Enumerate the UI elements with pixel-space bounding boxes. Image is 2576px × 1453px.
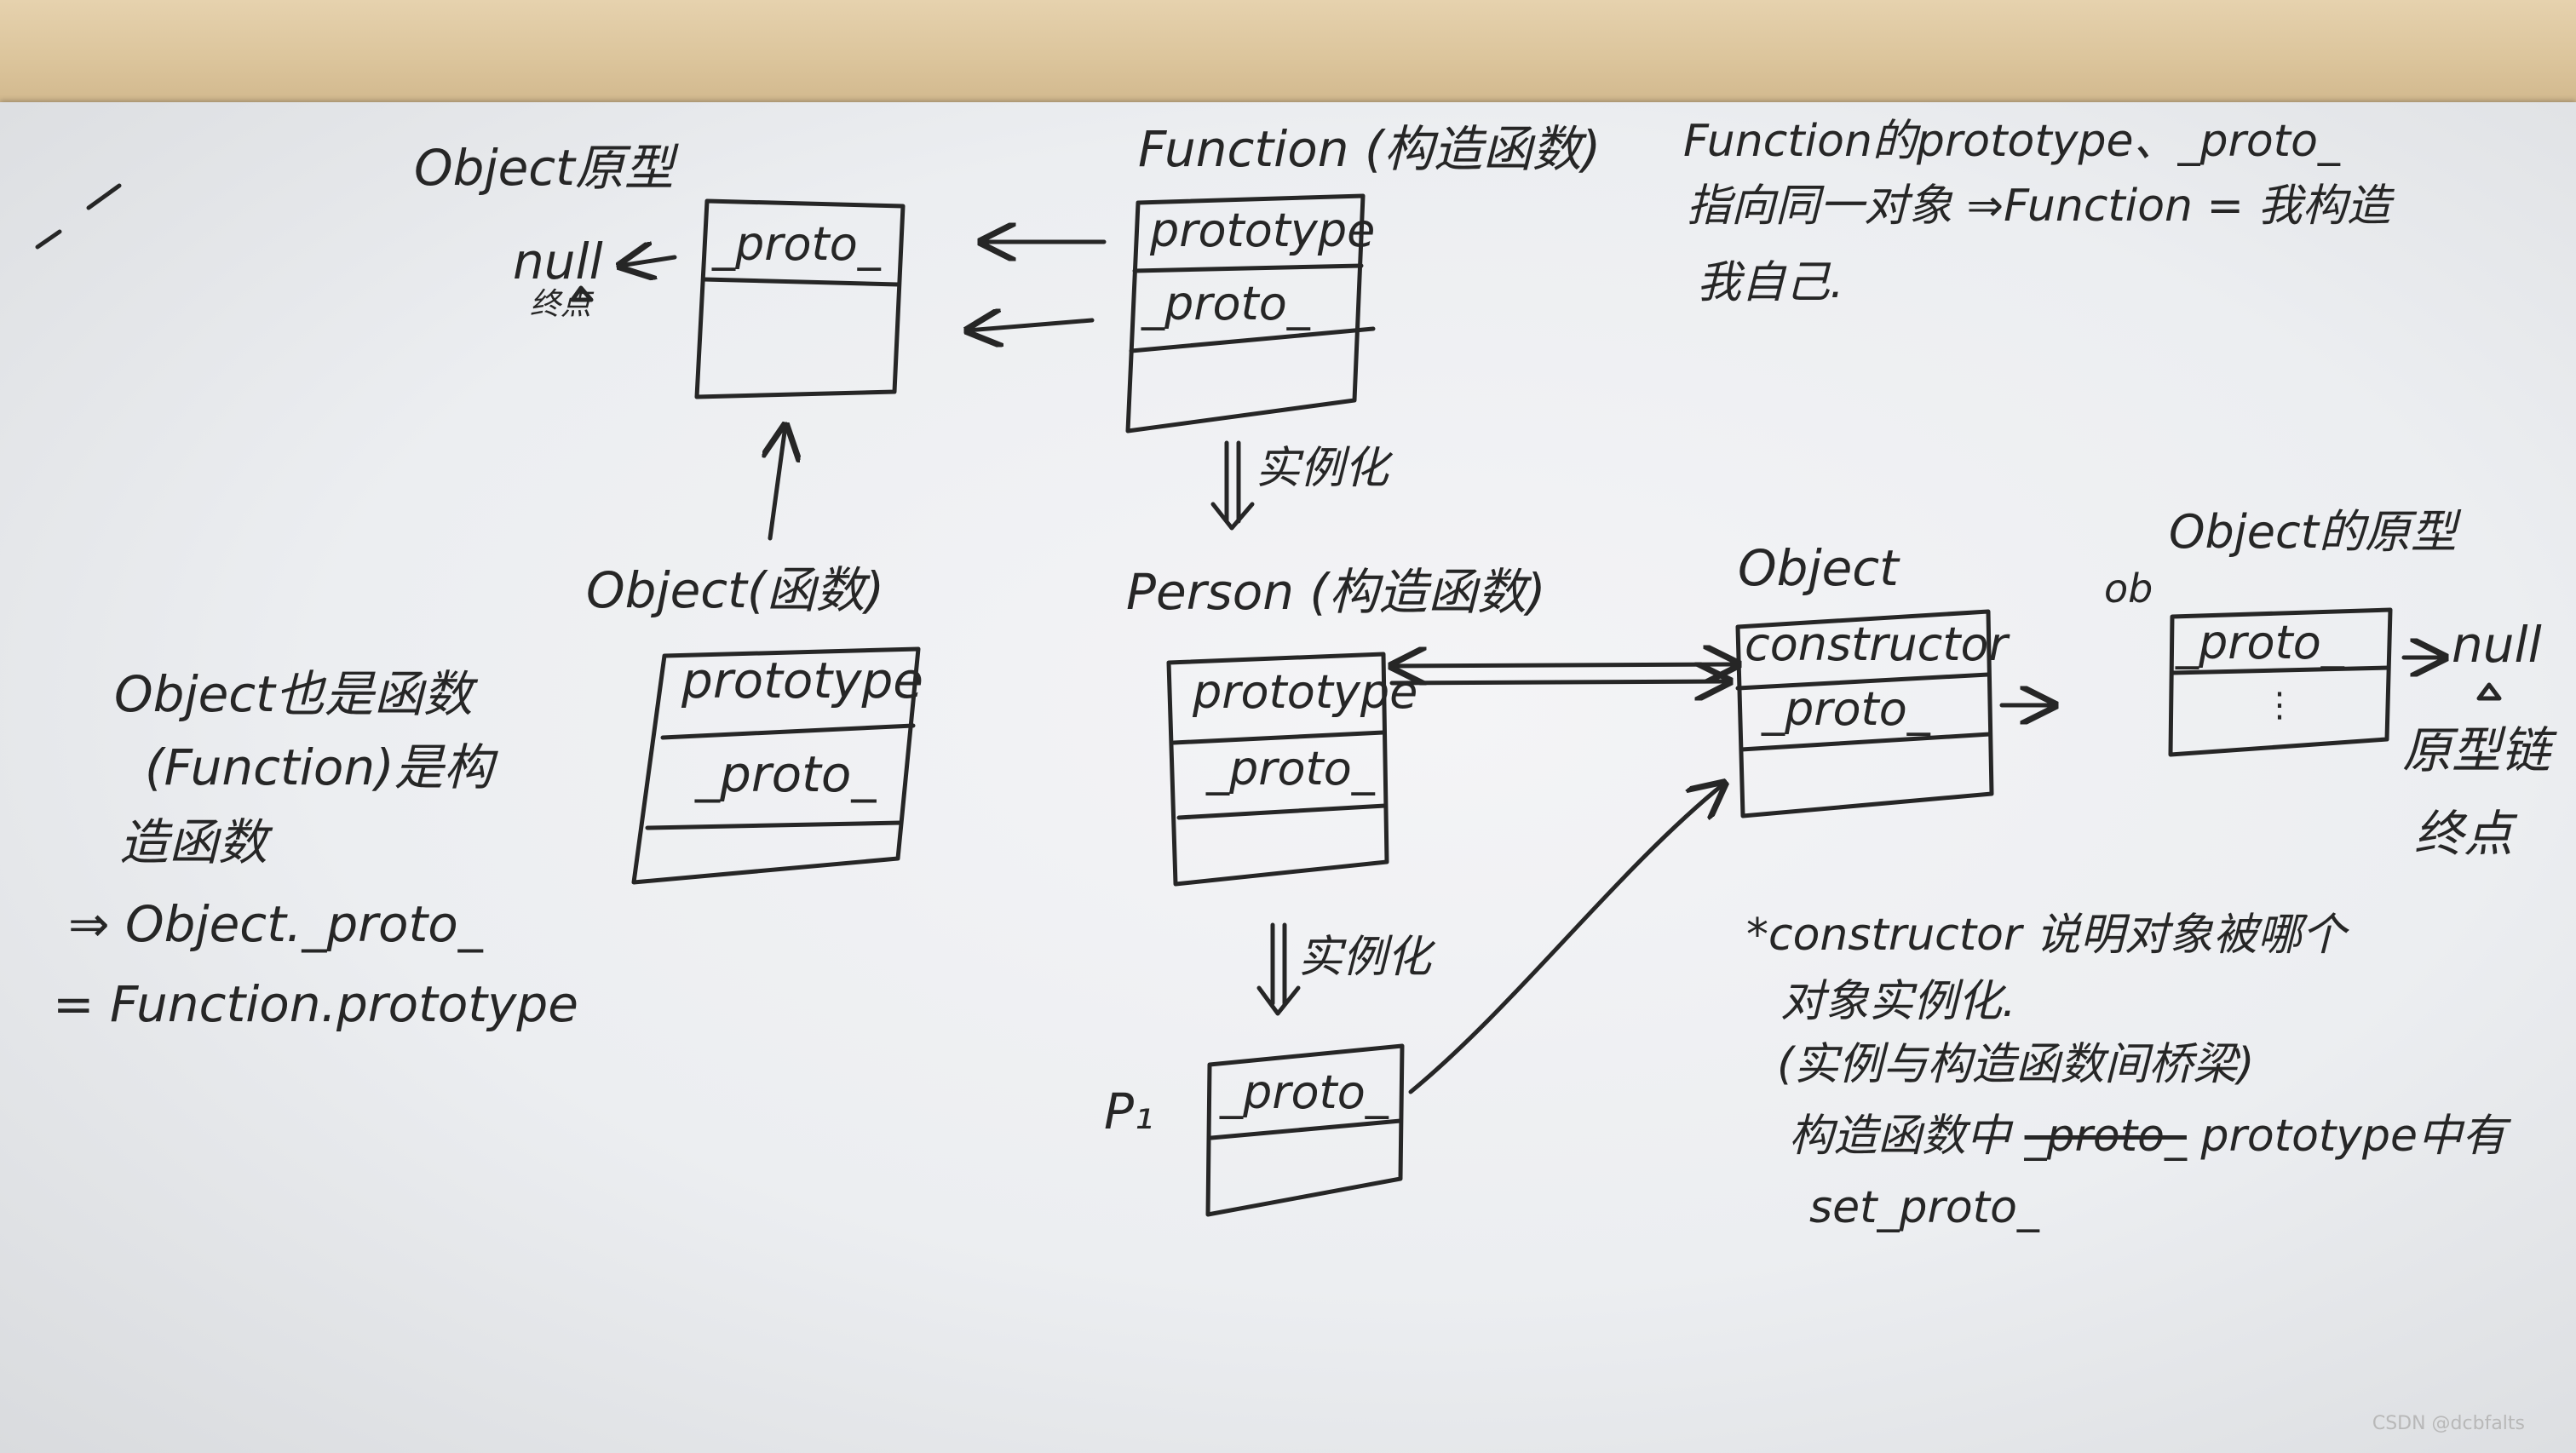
note-top-right-line-3: 我自己. xyxy=(1697,257,1844,308)
note-bottom-line-4-b: prototype中有 xyxy=(2200,1111,2507,1162)
person-prototype-field: prototype xyxy=(1193,665,1418,719)
note-top-right-line-2: 指向同一对象 ⇒Function = 我构造 xyxy=(1687,181,2391,232)
note-bottom-line-3: (实例与构造函数间桥梁) xyxy=(1777,1039,2255,1090)
instantiate-arrow-1-head xyxy=(1210,502,1255,531)
note-bottom-line-4: 构造函数中 _proto_ prototype中有 xyxy=(1789,1114,2506,1158)
person-proto-field: _proto_ xyxy=(1206,742,1375,795)
object-function-title: Object(函数) xyxy=(586,561,885,619)
function-divider-1 xyxy=(1132,263,1364,273)
note-left-line-1: Object也是函数 xyxy=(114,665,473,723)
object-box xyxy=(1735,609,1994,818)
instantiate-label-2: 实例化 xyxy=(1298,932,1432,983)
note-bottom-line-4-strike: _proto_ xyxy=(2024,1111,2187,1162)
p1-divider xyxy=(1209,1118,1403,1140)
arrow-objproto-to-null xyxy=(620,257,677,266)
objproto2-dots: ⋮ xyxy=(2263,686,2297,725)
chain-end-label-1: 原型链 xyxy=(2402,721,2551,779)
object-title: Object xyxy=(1738,539,1899,597)
function-proto-field: _proto_ xyxy=(1141,277,1310,330)
objproto2-proto-field: _proto_ xyxy=(2176,616,2344,669)
arrow-function-proto-to-objproto xyxy=(968,320,1095,330)
object-function-divider-2 xyxy=(645,820,904,830)
p1-box xyxy=(1205,1043,1405,1217)
watermark: CSDN @dcbfalts xyxy=(2372,1413,2525,1434)
note-bottom-line-1: *constructor 说明对象被哪个 xyxy=(1746,910,2346,961)
object-function-box xyxy=(631,646,921,885)
object-divider-2 xyxy=(1739,732,1992,752)
instantiate-arrow-2-head xyxy=(1256,985,1301,1016)
null-left-sublabel: 终点 xyxy=(530,287,592,322)
note-left-line-2: (Function)是构 xyxy=(145,738,493,796)
object-proto-field: _proto_ xyxy=(1762,682,1930,736)
object-divider-1 xyxy=(1735,672,1991,691)
note-bottom-line-4-a: 构造函数中 xyxy=(1789,1111,2011,1162)
objproto-proto-field: _proto_ xyxy=(712,217,881,271)
object-prototype2-title: Object的原型 xyxy=(2169,505,2457,559)
objfunc-proto-field: _proto_ xyxy=(695,745,877,803)
pen-mark-2 xyxy=(86,183,122,210)
person-divider-1 xyxy=(1171,730,1386,745)
objfunc-prototype-field: prototype xyxy=(681,652,923,709)
function-divider-2 xyxy=(1129,326,1376,353)
paper-sheet xyxy=(0,102,2576,1453)
function-box xyxy=(1125,193,1366,434)
note-left-line-5: = Function.prototype xyxy=(53,975,578,1033)
chain-end-label-2: 终点 xyxy=(2414,805,2514,863)
arrow-person-object-bidirectional xyxy=(1392,664,1738,666)
person-divider-2 xyxy=(1176,803,1388,820)
null-left-label: null xyxy=(513,233,603,290)
person-title: Person (构造函数) xyxy=(1126,563,1546,621)
person-box xyxy=(1166,652,1389,887)
null-right-label: null xyxy=(2452,616,2542,674)
pen-mark-1 xyxy=(35,229,62,250)
arrow-objfunc-to-objproto xyxy=(770,426,785,541)
note-left-line-3: 造函数 xyxy=(119,813,268,871)
object-prototype-box xyxy=(694,198,906,399)
p1-proto-field: _proto_ xyxy=(1220,1065,1389,1119)
note-bottom-line-5: set_proto_ xyxy=(1809,1182,2039,1233)
object-function-divider-1 xyxy=(660,723,916,740)
object-prototype2-divider xyxy=(2170,665,2391,675)
object-prototype-title: Object原型 xyxy=(414,139,674,197)
note-top-right-line-1: Function的prototype、_proto_ xyxy=(1683,116,2340,167)
object-constructor-field: constructor xyxy=(1745,617,2008,671)
function-title: Function (构造函数) xyxy=(1138,120,1601,178)
note-left-line-4: ⇒ Object._proto_ xyxy=(68,895,483,953)
arrow-person-to-object-lower xyxy=(1389,681,1729,683)
instantiate-label-1: 实例化 xyxy=(1256,443,1389,494)
object-prototype-divider xyxy=(701,277,900,287)
function-prototype-field: prototype xyxy=(1150,204,1376,257)
ob-label: ob xyxy=(2104,566,2153,612)
null-right-triangle xyxy=(2476,682,2502,701)
arrow-p1-to-object xyxy=(1408,784,1724,1094)
p1-label: P₁ xyxy=(1104,1083,1154,1140)
note-bottom-line-2: 对象实例化. xyxy=(1780,976,2016,1027)
null-left-triangle xyxy=(570,285,594,302)
object-prototype2-box xyxy=(2168,607,2393,757)
